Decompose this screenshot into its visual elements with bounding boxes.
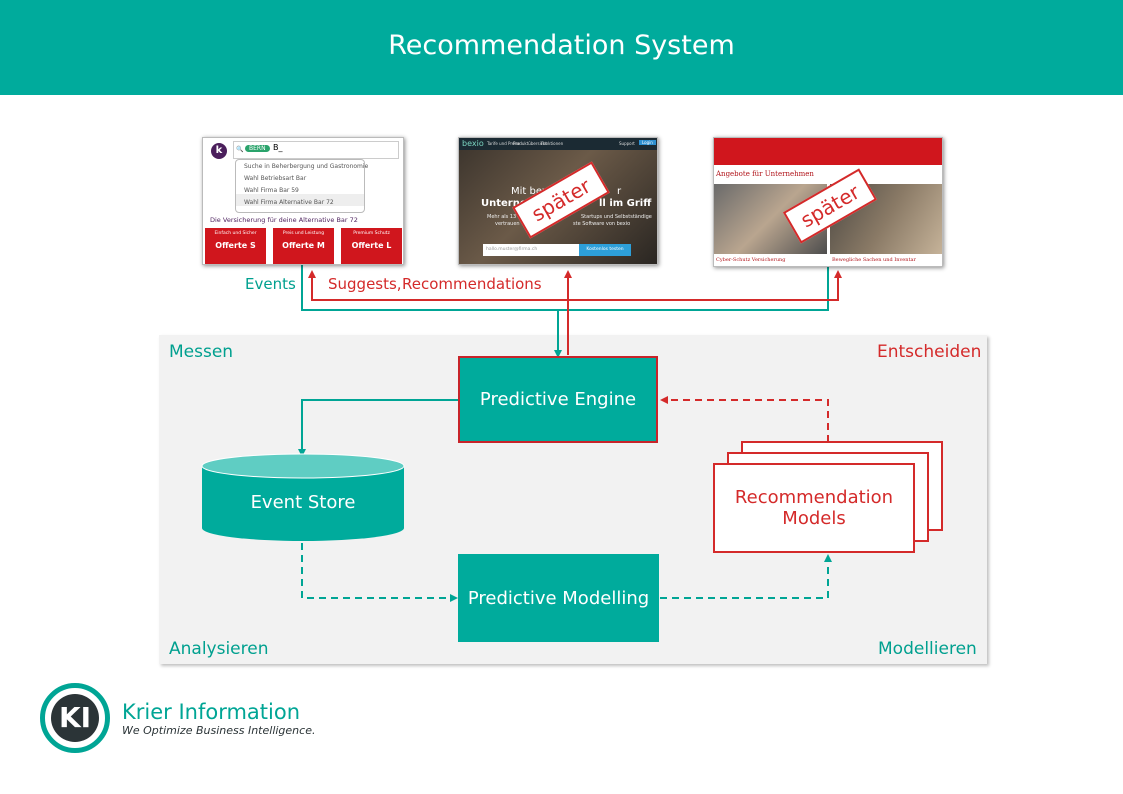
offer-label: Offerte L	[351, 241, 392, 250]
suggests-side-connector	[568, 270, 842, 301]
suggestion-item: Wahl Firma Alternative Bar 72	[236, 194, 364, 206]
bexio-sub1: Mehr als 13'000	[487, 214, 528, 220]
predictive-modelling-node: Predictive Modelling	[458, 554, 659, 642]
bexio-nav-support: Support	[619, 141, 635, 146]
offers-title: Angebote für Unternehmen	[716, 170, 814, 178]
bexio-sub4: ste Software von bexio	[573, 221, 631, 227]
insurance-app-screenshot: k 🔍 BERN B_ Suche in Beherbergung und Ga…	[202, 137, 404, 265]
label-modellieren: Modellieren	[878, 639, 977, 659]
caption-right: Bewegliche Sachen und Inventar	[832, 257, 916, 263]
offer-card: Einfach und Sicher Offerte S	[205, 228, 266, 264]
recommendation-models-label: Recommendation Models	[734, 487, 894, 529]
offer-subtitle: Premium Schutz	[353, 231, 390, 236]
event-store-node	[201, 453, 405, 541]
store-to-modelling-connector	[301, 543, 458, 602]
predictive-engine-label: Predictive Engine	[479, 389, 637, 410]
suggests-label: Suggests,	[328, 275, 402, 293]
modelling-to-models-connector	[660, 554, 832, 599]
bexio-nav-item: Produktübersicht	[513, 141, 547, 146]
bexio-brand: bexio	[462, 139, 484, 148]
offer-card: Preis und Leistung Offerte M	[273, 228, 334, 264]
bexio-screenshot: bexio Tarife und Preise Produktübersicht…	[458, 137, 658, 265]
spaeter-stamp: später	[512, 161, 610, 239]
company-name: Krier Information	[122, 700, 301, 724]
recommendation-models-node: Recommendation Models	[713, 463, 915, 553]
bexio-hero-line2: Unterneh	[481, 198, 534, 209]
bexio-nav-item: Tarife und Preise	[487, 141, 521, 146]
label-analysieren: Analysieren	[169, 639, 269, 659]
search-bar	[233, 141, 399, 159]
recommendations-label: Recommendations	[402, 275, 542, 293]
event-store-label: Event Store	[250, 492, 356, 513]
suggestion-item: Wahl Firma Bar 59	[244, 187, 299, 194]
bexio-nav-item: Funktionen	[541, 141, 564, 146]
search-query: B_	[273, 143, 283, 152]
enterprise-offers-screenshot: Angebote für Unternehmen Cyber-Schutz Ve…	[713, 137, 943, 267]
bexio-sub3: vertrauen	[495, 221, 520, 227]
offer-label: Offerte S	[215, 241, 256, 250]
bexio-email-field: hallo.muster@firma.ch	[483, 244, 579, 256]
search-tag: BERN	[245, 145, 270, 152]
suggestion-item: Suche in Beherbergung und Gastronomie	[244, 163, 369, 170]
bexio-hero-line1: Mit bexio	[511, 186, 557, 197]
page-title: Recommendation System	[388, 30, 735, 61]
engine-to-store-connector	[298, 399, 458, 457]
suggests-return-connector	[308, 270, 568, 301]
header-bar	[0, 0, 1123, 95]
models-to-engine-connector	[660, 396, 829, 442]
caption-left: Cyber-Schutz Versicherung	[716, 257, 786, 263]
label-messen: Messen	[169, 342, 234, 362]
events-label: Events	[245, 275, 296, 293]
offer-label: Offerte M	[282, 241, 325, 250]
suggestion-item: Wahl Betriebsart Bar	[244, 175, 307, 182]
suggestion-dropdown: Suche in Beherbergung und Gastronomie Wa…	[235, 159, 369, 213]
offer-subtitle: Einfach und Sicher	[214, 231, 257, 236]
ki-logo: KI	[40, 683, 110, 753]
offer-card: Premium Schutz Offerte L	[341, 228, 402, 264]
bexio-hero-line1b: r	[617, 186, 622, 197]
bexio-nav-bar	[459, 138, 657, 150]
bexio-nav-login: Login	[639, 140, 656, 145]
ki-logo-mark: KI	[51, 694, 99, 742]
bexio-sub2: Startups und Selbstständige	[581, 214, 652, 220]
company-tagline: We Optimize Business Intelligence.	[122, 724, 316, 737]
events-connector	[301, 265, 829, 311]
insurance-headline: Die Versicherung für deine Alternative B…	[210, 216, 358, 224]
offer-subtitle: Preis und Leistung	[282, 231, 325, 236]
bexio-hero-line2b: ll im Griff	[599, 198, 652, 209]
search-icon: 🔍	[236, 146, 244, 153]
app-logo-icon: k	[211, 143, 227, 159]
red-banner	[714, 138, 942, 165]
bexio-cta-button: Kostenlos testen	[579, 244, 631, 256]
predictive-modelling-label: Predictive Modelling	[467, 587, 650, 609]
predictive-engine-node: Predictive Engine	[458, 356, 658, 443]
label-entscheiden: Entscheiden	[877, 342, 982, 362]
